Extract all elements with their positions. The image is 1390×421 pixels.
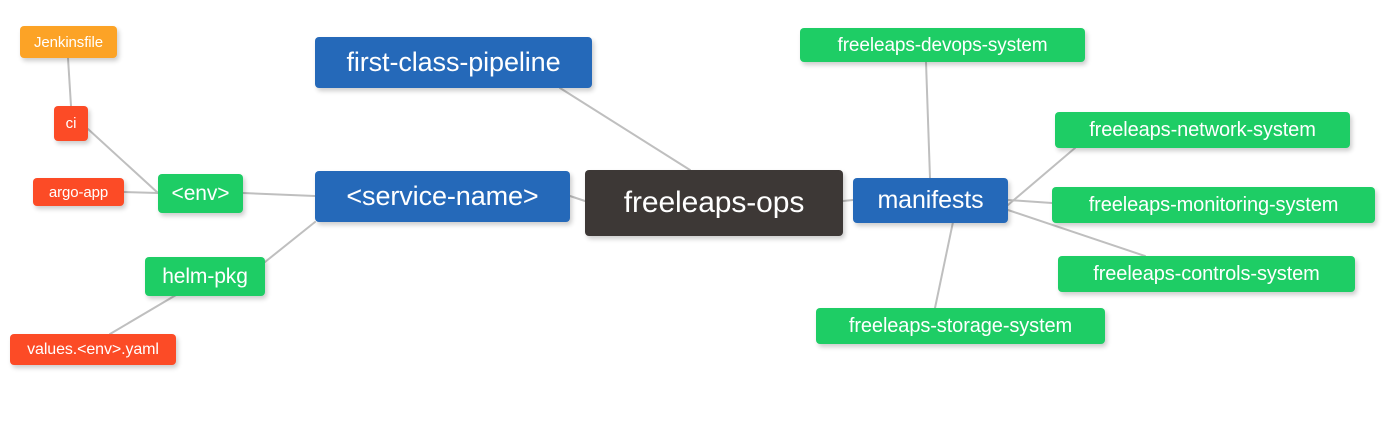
node-pipeline[interactable]: first-class-pipeline (315, 37, 592, 88)
node-root[interactable]: freeleaps-ops (585, 170, 843, 236)
node-controls-system[interactable]: freeleaps-controls-system (1058, 256, 1355, 292)
edge-manifests-to-network-system (1007, 147, 1076, 206)
edge-helm-pkg-to-values-yaml (109, 294, 177, 335)
edge-manifests-to-controls-system (1007, 209, 1146, 257)
edge-service-name-to-root (569, 195, 586, 202)
edge-manifests-to-monitoring-system (1007, 199, 1053, 204)
node-jenkinsfile[interactable]: Jenkinsfile (20, 26, 117, 58)
node-helm-pkg[interactable]: helm-pkg (145, 257, 265, 296)
node-monitoring-system[interactable]: freeleaps-monitoring-system (1052, 187, 1375, 223)
node-argo-app[interactable]: argo-app (33, 178, 124, 206)
node-env[interactable]: <env> (158, 174, 243, 213)
edge-pipeline-to-root (559, 87, 691, 171)
edge-argo-app-to-env (123, 191, 159, 194)
node-ci[interactable]: ci (54, 106, 88, 141)
edge-root-to-manifests (842, 199, 854, 202)
edge-ci-to-env (87, 128, 159, 194)
node-values-yaml[interactable]: values.<env>.yaml (10, 334, 176, 365)
edge-manifests-to-storage-system (934, 221, 954, 309)
edge-manifests-to-devops-system (925, 61, 931, 179)
node-service-name[interactable]: <service-name> (315, 171, 570, 222)
edge-jenkinsfile-to-ci (67, 57, 72, 107)
node-devops-system[interactable]: freeleaps-devops-system (800, 28, 1085, 62)
node-network-system[interactable]: freeleaps-network-system (1055, 112, 1350, 148)
edge-service-name-to-helm-pkg (264, 221, 316, 263)
node-manifests[interactable]: manifests (853, 178, 1008, 223)
node-storage-system[interactable]: freeleaps-storage-system (816, 308, 1105, 344)
edge-env-to-service-name (242, 192, 316, 197)
